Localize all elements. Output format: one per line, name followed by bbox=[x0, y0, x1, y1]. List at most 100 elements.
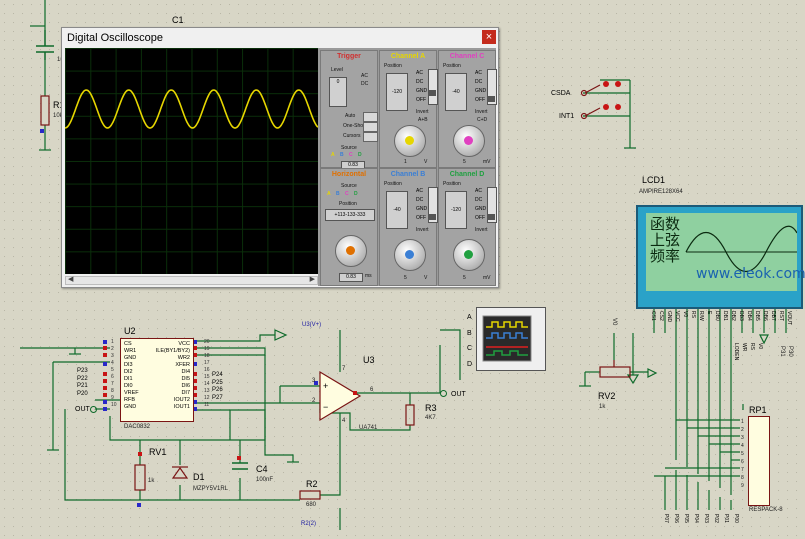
coupling-gnd: GND bbox=[416, 206, 428, 212]
out-label-right: OUT bbox=[451, 391, 466, 398]
rv1-value: 1k bbox=[148, 478, 155, 484]
pin-num: 5 bbox=[741, 451, 744, 457]
p30-label: P30 bbox=[787, 346, 793, 357]
u3-vplus-label: U3(V+) bbox=[302, 322, 322, 328]
c4-label: C4 bbox=[256, 464, 268, 474]
pin-num: 18 bbox=[204, 353, 210, 359]
u2-pin: IOUT2 bbox=[173, 397, 190, 403]
channel-b-position-display[interactable]: -40 bbox=[386, 191, 408, 229]
lcd-screen: 函数 上弦 频率 www.eleok.com bbox=[646, 213, 805, 291]
channel-c-position-display[interactable]: -40 bbox=[445, 73, 467, 111]
source-d[interactable]: D bbox=[358, 152, 362, 158]
channel-c-volts-knob[interactable] bbox=[453, 125, 485, 157]
rp1-package[interactable] bbox=[748, 416, 770, 506]
coupling-dc: DC bbox=[416, 79, 424, 85]
net-label: P22 bbox=[77, 375, 88, 382]
u2-pin: WR1 bbox=[124, 348, 137, 354]
channel-a-section: Channel A Position -120 AC DC GND OFF In… bbox=[379, 50, 438, 168]
rp-pin: P06 bbox=[673, 514, 679, 523]
invert-label: Invert bbox=[475, 109, 488, 115]
channel-d-unit: mV bbox=[483, 275, 491, 281]
pin-num: 5 bbox=[111, 367, 114, 373]
v0-label: V0 bbox=[611, 318, 617, 326]
u2-pin: DI2 bbox=[124, 369, 133, 375]
pin-num: 12 bbox=[204, 395, 210, 401]
channel-a-trace bbox=[64, 89, 319, 129]
h-source-c[interactable]: C bbox=[345, 191, 349, 197]
rv1-label: RV1 bbox=[149, 447, 167, 457]
coupling-ac: AC bbox=[475, 70, 482, 76]
oscilloscope-window[interactable]: Digital Oscilloscope × ◀ ▶ Trigger Level… bbox=[61, 27, 499, 288]
source-c[interactable]: C bbox=[349, 152, 353, 158]
channel-d-position-display[interactable]: -120 bbox=[445, 191, 467, 229]
pin-num: 14 bbox=[204, 381, 210, 387]
h-source-d[interactable]: D bbox=[354, 191, 358, 197]
h-source-a[interactable]: A bbox=[327, 191, 331, 197]
pin-num: 16 bbox=[204, 367, 210, 373]
channel-b-coupling-slider[interactable] bbox=[428, 187, 438, 223]
channel-b-header: Channel B bbox=[390, 171, 426, 178]
r2-value: 680 bbox=[306, 502, 317, 508]
h-position-display[interactable]: +113-133-333 bbox=[325, 209, 375, 221]
lcd-signal: LODEN bbox=[733, 343, 739, 361]
opamp-pin: 3 bbox=[312, 378, 316, 384]
rv2-label: RV2 bbox=[598, 391, 616, 401]
pin-num: 1 bbox=[111, 339, 114, 345]
scope-control-panel: Trigger Level 0 AC DC Auto One-Shot Curs… bbox=[318, 48, 497, 286]
channel-a-position-display[interactable]: -120 bbox=[386, 73, 408, 111]
out-terminal[interactable] bbox=[90, 406, 97, 413]
rv2-value: 1k bbox=[599, 404, 606, 410]
u2-right-pins: VCC ILE(BY1/BY2) WR2 XFER DI4 DI5 DI6 DI… bbox=[156, 341, 190, 411]
lcd-pin: VCC bbox=[674, 311, 680, 322]
scroll-left-icon[interactable]: ◀ bbox=[68, 276, 74, 283]
h-time-display: 0.83 bbox=[339, 273, 363, 282]
auto-button[interactable] bbox=[363, 112, 378, 122]
lcd-display[interactable]: 函数 上弦 频率 www.eleok.com bbox=[636, 205, 805, 309]
level-value-display[interactable]: 0 bbox=[329, 77, 347, 107]
scroll-right-icon[interactable]: ▶ bbox=[309, 276, 315, 283]
channel-a-coupling-slider[interactable] bbox=[428, 69, 438, 105]
close-button[interactable]: × bbox=[482, 30, 496, 44]
channel-d-volts-knob[interactable] bbox=[453, 239, 485, 271]
oneshot-button[interactable] bbox=[363, 122, 378, 132]
probe-port: C bbox=[467, 345, 473, 352]
coupling-ac: AC bbox=[416, 70, 423, 76]
position-label: Position bbox=[443, 181, 461, 187]
coupling-off: OFF bbox=[475, 215, 485, 221]
r3-value: 4K7 bbox=[425, 415, 436, 421]
u2-pin: VREF bbox=[124, 390, 139, 396]
channel-d-coupling-slider[interactable] bbox=[487, 187, 497, 223]
coupling-ac: AC bbox=[475, 188, 482, 194]
source-options[interactable]: A B C D bbox=[331, 152, 362, 158]
invert-label: Invert bbox=[475, 227, 488, 233]
scope-screen[interactable] bbox=[64, 48, 319, 274]
d1-part: MZPY5V1RL bbox=[193, 486, 229, 492]
channel-c-coupling-slider[interactable] bbox=[487, 69, 497, 105]
channel-b-volts-knob[interactable] bbox=[394, 239, 426, 271]
pin-num: 1 bbox=[741, 419, 744, 425]
cursors-button[interactable] bbox=[363, 132, 378, 142]
horizontal-time-knob[interactable] bbox=[335, 235, 367, 267]
channel-a-volt-value: 1 bbox=[404, 159, 407, 165]
u2-dac0832[interactable]: CS WR1 GND DI3 DI2 DI1 DI0 VREF RFB GND … bbox=[120, 338, 194, 422]
pin-num: 8 bbox=[741, 475, 744, 481]
lcd-text: 函数 上弦 频率 bbox=[650, 216, 690, 264]
horizontal-scrollbar[interactable]: ◀ ▶ bbox=[65, 276, 318, 285]
coupling-gnd: GND bbox=[475, 88, 487, 94]
h-source-options[interactable]: A B C D bbox=[327, 191, 358, 197]
h-source-b[interactable]: B bbox=[336, 191, 340, 197]
source-a[interactable]: A bbox=[331, 152, 335, 158]
u2-part: DAC0832 bbox=[124, 424, 151, 430]
c4-value: 100nF bbox=[256, 477, 274, 483]
lcd-signal: V0 bbox=[757, 343, 763, 350]
lcd-pin: VOUT bbox=[786, 311, 792, 325]
lcd-pin: E bbox=[706, 311, 712, 315]
pin-num: 6 bbox=[741, 459, 744, 465]
source-b[interactable]: B bbox=[340, 152, 344, 158]
coupling-dc: DC bbox=[416, 197, 424, 203]
oscilloscope-probe-block[interactable] bbox=[476, 307, 546, 371]
channel-a-volts-knob[interactable] bbox=[394, 125, 426, 157]
u2-pin: DI7 bbox=[181, 390, 190, 396]
pin-num: 8 bbox=[111, 388, 114, 394]
out-terminal-right[interactable] bbox=[440, 390, 447, 397]
